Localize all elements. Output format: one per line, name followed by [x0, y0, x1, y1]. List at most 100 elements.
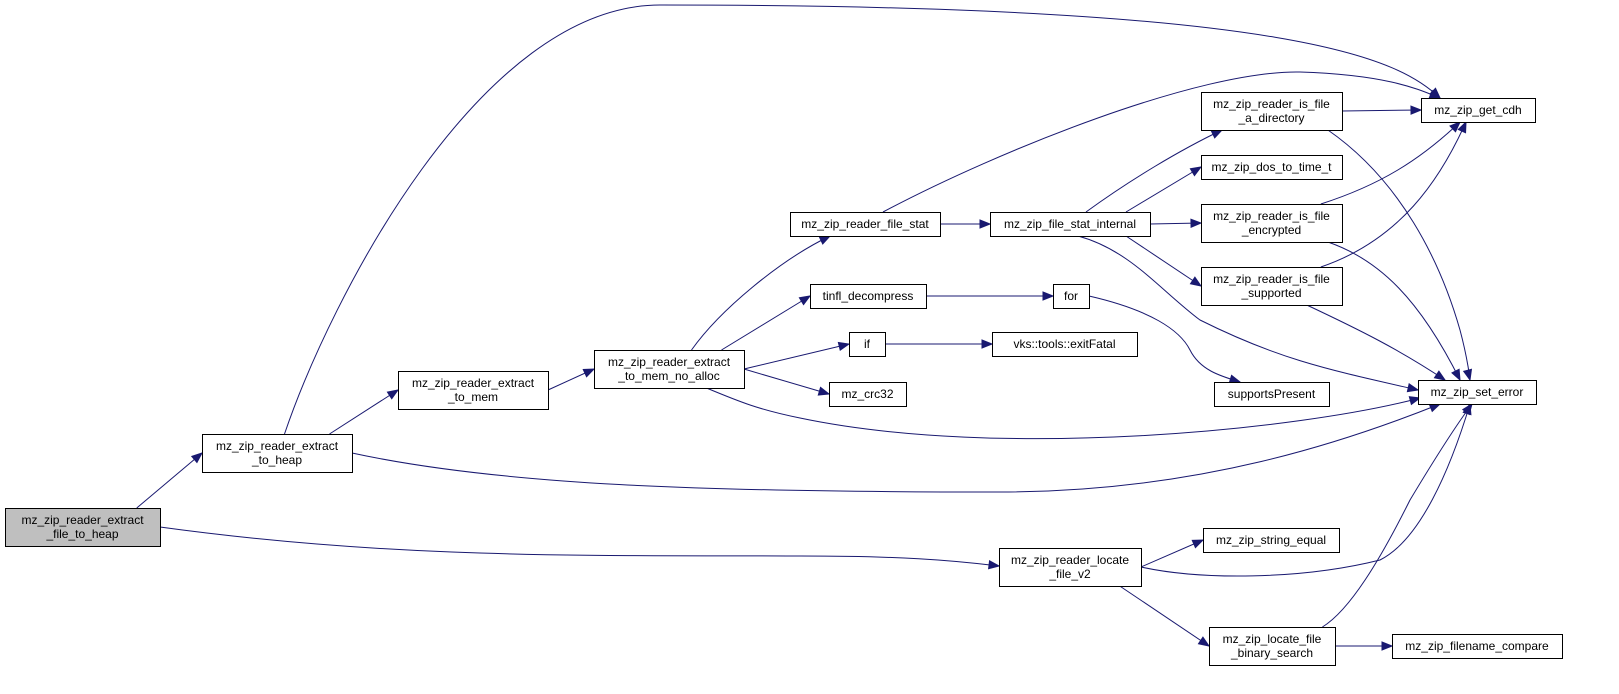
- edge-is_file_a_directory-to-set_error-arrowhead: [1462, 368, 1473, 382]
- edge-file_stat_internal-to-set_error-arrowhead: [1406, 383, 1420, 393]
- node-extract-to-heap[interactable]: mz_zip_reader_extract_to_heap: [202, 434, 353, 473]
- node-locate-file-v2[interactable]: mz_zip_reader_locate_file_v2: [999, 548, 1142, 587]
- edge-if-to-exitFatal-arrowhead: [981, 339, 994, 349]
- node-box: [1201, 204, 1343, 243]
- node-is-file-supported[interactable]: mz_zip_reader_is_file_supported: [1201, 267, 1343, 306]
- edge-locate_file_v2-to-set_error: [1140, 403, 1471, 577]
- node-set-error[interactable]: mz_zip_set_error: [1418, 380, 1537, 405]
- edge-extract_to_heap-to-set_error: [351, 403, 1441, 493]
- edge-is_file_encrypted-to-get_cdh-arrowhead: [1449, 121, 1461, 133]
- edge-extract_to_mem_no_alloc-to-if-arrowhead: [837, 341, 851, 352]
- node-label: mz_zip_file_stat_internal: [1004, 217, 1136, 231]
- node-extract-to-mem-no-alloc[interactable]: mz_zip_reader_extract_to_mem_no_alloc: [594, 350, 745, 389]
- edge-extract_to_mem_no_alloc-to-crc32-arrowhead: [817, 386, 831, 396]
- edge-file_stat_internal-to-is_file_a_directory-arrowhead: [1210, 129, 1224, 139]
- edge-is_file_encrypted-to-set_error: [1327, 241, 1461, 381]
- node-dos-to-time-t[interactable]: mz_zip_dos_to_time_t: [1201, 155, 1343, 180]
- edge-for-to-supportsPresent-arrowhead: [1228, 374, 1242, 384]
- edge-locate_file_v2-to-string_equal-arrowhead: [1191, 539, 1205, 549]
- node-box: [1209, 627, 1336, 666]
- node-crc32[interactable]: mz_crc32: [829, 382, 907, 407]
- edge-extract_to_mem_no_alloc-to-reader_file_stat-arrowhead: [818, 235, 832, 245]
- node-label: mz_zip_reader_extract: [216, 439, 339, 453]
- edge-extract_to_mem_no_alloc-to-set_error-arrowhead: [1408, 396, 1422, 406]
- edge-extract_file_to_heap-to-locate_file_v2: [159, 526, 1000, 567]
- edge-locate_file_v2-to-string_equal: [1140, 539, 1204, 568]
- edge-extract_to_mem_no_alloc-to-reader_file_stat: [691, 235, 831, 351]
- node-label: mz_zip_reader_is_file: [1213, 209, 1330, 223]
- node-box: [1421, 98, 1536, 123]
- node-label: for: [1064, 289, 1078, 303]
- node-label: mz_zip_filename_compare: [1405, 639, 1549, 653]
- node-box: [1418, 380, 1537, 405]
- node-box: [810, 284, 927, 309]
- node-label: _to_heap: [251, 453, 302, 467]
- edge-is_file_encrypted-to-get_cdh: [1320, 121, 1461, 205]
- edge-extract_to_mem_no_alloc-to-crc32: [743, 368, 830, 395]
- node-get-cdh[interactable]: mz_zip_get_cdh: [1421, 98, 1536, 123]
- node-if[interactable]: if: [849, 332, 886, 357]
- node-box: [1214, 382, 1330, 407]
- node-box: [1201, 92, 1343, 131]
- node-extract-file-to-heap[interactable]: mz_zip_reader_extract_file_to_heap: [5, 508, 161, 547]
- node-reader-file-stat[interactable]: mz_zip_reader_file_stat: [790, 212, 941, 237]
- node-string-equal[interactable]: mz_zip_string_equal: [1203, 528, 1340, 553]
- node-label: mz_zip_get_cdh: [1434, 103, 1521, 117]
- node-label: mz_zip_reader_locate: [1011, 553, 1129, 567]
- edge-reader_file_stat-to-get_cdh: [882, 71, 1441, 213]
- node-label: mz_zip_reader_is_file: [1213, 272, 1330, 286]
- node-box: [999, 548, 1142, 587]
- edge-locate_file_binary_search-to-set_error: [1322, 403, 1473, 628]
- node-box: [1201, 155, 1343, 180]
- node-supportsPresent[interactable]: supportsPresent: [1214, 382, 1330, 407]
- node-for[interactable]: for: [1053, 284, 1090, 309]
- edge-extract_to_mem_no_alloc-to-tinfl_decompress: [721, 295, 811, 351]
- node-box: [594, 350, 745, 389]
- edge-extract_to_heap-to-extract_to_mem: [329, 389, 399, 435]
- node-tinfl-decompress[interactable]: tinfl_decompress: [810, 284, 927, 309]
- node-box: [398, 371, 549, 410]
- edge-locate_file_binary_search-to-filename_compare-arrowhead: [1381, 641, 1394, 651]
- node-box: [1053, 284, 1090, 309]
- node-is-file-encrypted[interactable]: mz_zip_reader_is_file_encrypted: [1201, 204, 1343, 243]
- edge-is_file_a_directory-to-get_cdh-arrowhead: [1410, 105, 1423, 115]
- edge-extract_file_to_heap-to-extract_to_heap: [136, 452, 203, 509]
- function-nodes: mz_zip_reader_extract_file_to_heap mz_zip…: [5, 92, 1563, 666]
- edge-file_stat_internal-to-set_error: [1077, 235, 1419, 391]
- edge-locate_file_v2-to-locate_file_binary_search-arrowhead: [1197, 636, 1211, 647]
- edge-extract_to_mem_no_alloc-to-if: [743, 343, 850, 370]
- node-file-stat-internal[interactable]: mz_zip_file_stat_internal: [990, 212, 1151, 237]
- edge-extract_to_heap-to-extract_to_mem-arrowhead: [386, 389, 400, 400]
- edge-is_file_supported-to-get_cdh: [1320, 121, 1467, 268]
- node-box: [1201, 267, 1343, 306]
- edge-is_file_encrypted-to-set_error-arrowhead: [1451, 368, 1461, 382]
- edge-is_file_supported-to-get_cdh-arrowhead: [1457, 120, 1467, 134]
- edge-extract_to_mem_no_alloc-to-set_error: [706, 387, 1421, 440]
- node-box: [829, 382, 907, 407]
- edge-file_stat_internal-to-dos_to_time_t: [1125, 166, 1202, 213]
- node-box: [992, 332, 1138, 357]
- node-extract-to-mem[interactable]: mz_zip_reader_extract_to_mem: [398, 371, 549, 410]
- edge-extract_to_mem_no_alloc-to-tinfl_decompress-arrowhead: [798, 295, 812, 306]
- edge-extract_file_to_heap-to-locate_file_v2-arrowhead: [988, 560, 1001, 570]
- edge-extract_to_heap-to-get_cdh: [284, 4, 1441, 435]
- node-box: [990, 212, 1151, 237]
- node-label: _a_directory: [1237, 111, 1304, 125]
- node-is-file-a-directory[interactable]: mz_zip_reader_is_file_a_directory: [1201, 92, 1343, 131]
- edge-file_stat_internal-to-is_file_supported: [1125, 235, 1202, 287]
- edge-for-to-supportsPresent: [1088, 295, 1241, 383]
- call-edges: [136, 4, 1473, 651]
- node-exitFatal[interactable]: vks::tools::exitFatal: [992, 332, 1138, 357]
- edge-extract_to_mem-to-extract_to_mem_no_alloc-arrowhead: [582, 368, 596, 378]
- node-locate-file-binary-search[interactable]: mz_zip_locate_file_binary_search: [1209, 627, 1336, 666]
- edge-extract_to_heap-to-set_error-arrowhead: [1428, 403, 1442, 413]
- node-label: tinfl_decompress: [823, 289, 914, 303]
- node-box: [790, 212, 941, 237]
- node-filename-compare[interactable]: mz_zip_filename_compare: [1392, 634, 1563, 659]
- node-label: vks::tools::exitFatal: [1013, 337, 1115, 351]
- edge-is_file_a_directory-to-set_error: [1327, 129, 1471, 381]
- node-label: _encrypted: [1241, 223, 1301, 237]
- node-label: mz_zip_locate_file: [1223, 632, 1322, 646]
- node-box: [849, 332, 886, 357]
